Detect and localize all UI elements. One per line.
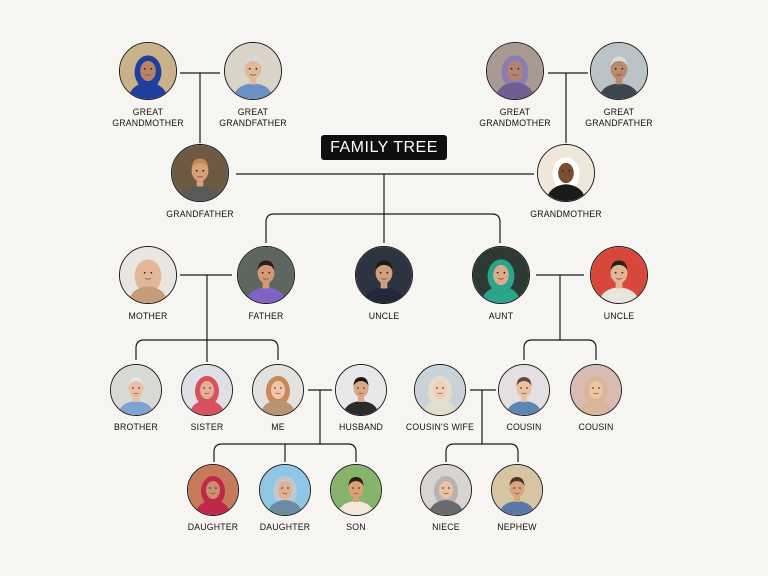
- person-label: MOTHER: [128, 311, 168, 322]
- portrait-photo: [590, 42, 648, 100]
- portrait-photo: [486, 42, 544, 100]
- person-label: GRANDFATHER: [166, 209, 234, 220]
- portrait-photo: [420, 464, 472, 516]
- connector-cousins-bar: [523, 339, 597, 360]
- portrait-photo: [491, 464, 543, 516]
- portrait-photo: [259, 464, 311, 516]
- connector-children-bar: [265, 213, 501, 243]
- person-label: COUSIN: [578, 422, 614, 433]
- portrait-photo: [414, 364, 466, 416]
- portrait-photo: [224, 42, 282, 100]
- person-label: ME: [271, 422, 285, 433]
- person-label: DAUGHTER: [187, 522, 239, 533]
- person-label: GREAT GRANDFATHER: [219, 107, 287, 129]
- person-label: NIECE: [432, 522, 460, 533]
- portrait-photo: [252, 364, 304, 416]
- portrait-photo: [330, 464, 382, 516]
- portrait-photo: [498, 364, 550, 416]
- person-label: UNCLE: [603, 311, 635, 322]
- connector-cousin-kids-bar: [445, 443, 519, 462]
- connector-siblings-bar: [135, 339, 279, 360]
- person-label: COUSIN: [506, 422, 542, 433]
- person-label: NEPHEW: [497, 522, 537, 533]
- person-label: FATHER: [248, 311, 284, 322]
- family-tree-title: FAMILY TREE: [321, 135, 447, 160]
- person-label: GREAT GRANDFATHER: [585, 107, 653, 129]
- portrait-photo: [237, 246, 295, 304]
- portrait-photo: [187, 464, 239, 516]
- person-label: SON: [346, 522, 366, 533]
- person-label: HUSBAND: [338, 422, 384, 433]
- portrait-photo: [119, 246, 177, 304]
- person-label: GREAT GRANDMOTHER: [112, 107, 184, 129]
- person-label: SISTER: [190, 422, 224, 433]
- person-label: COUSIN'S WIFE: [405, 422, 475, 433]
- person-label: DAUGHTER: [259, 522, 311, 533]
- person-label: AUNT: [488, 311, 514, 322]
- portrait-photo: [472, 246, 530, 304]
- person-label: GREAT GRANDMOTHER: [479, 107, 551, 129]
- portrait-photo: [537, 144, 595, 202]
- person-label: GRANDMOTHER: [530, 209, 602, 220]
- portrait-photo: [110, 364, 162, 416]
- portrait-photo: [119, 42, 177, 100]
- portrait-photo: [171, 144, 229, 202]
- portrait-photo: [590, 246, 648, 304]
- person-label: BROTHER: [113, 422, 159, 433]
- portrait-photo: [570, 364, 622, 416]
- portrait-photo: [335, 364, 387, 416]
- portrait-photo: [181, 364, 233, 416]
- portrait-photo: [355, 246, 413, 304]
- person-label: UNCLE: [368, 311, 400, 322]
